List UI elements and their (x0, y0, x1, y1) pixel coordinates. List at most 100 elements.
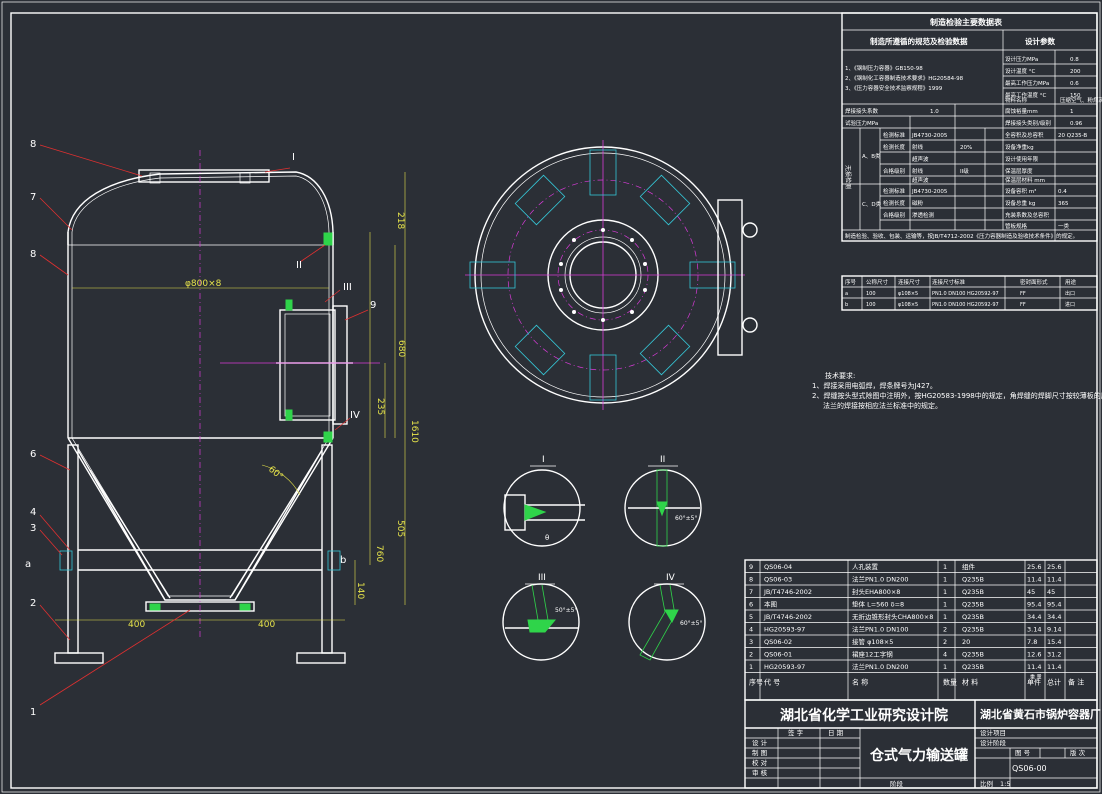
bom-header: 材 料 (962, 678, 978, 687)
bom-cell: 34.4 (1027, 613, 1041, 621)
nozzle-header: 用途 (1065, 278, 1077, 286)
bom-cell: 31.2 (1047, 651, 1061, 659)
bom-cell: 本图 (764, 600, 777, 609)
lbl-check: 校 对 (752, 758, 768, 767)
ndt-cell-q: 管板规格 (1005, 222, 1028, 230)
data-table: 制造检验主要数据表 制造所遵循的规范及检验数据 设计参数 1、《钢制压力容器》G… (841, 12, 1102, 242)
bom-cell: HG20593-97 (764, 663, 805, 671)
ndt-c: C、D类 (862, 200, 882, 208)
ndt-a: A、B类 (862, 152, 881, 160)
bom-cell: Q235B (962, 663, 984, 671)
dim-right-0: 218 (395, 212, 405, 229)
bom-cell: 45 (1047, 588, 1055, 596)
factory-name: 湖北省黄石市锅炉容器厂 (980, 707, 1101, 721)
dim-right-6: 140 (355, 582, 365, 599)
bom-cell: 11.4 (1027, 576, 1041, 584)
nozzle-cell: 100 (866, 302, 876, 308)
nozzle-cell: PN1.0 DN100 HG20592-97 (932, 302, 999, 308)
callout-7: 7 (30, 192, 36, 203)
ndt-cell-p: II级 (960, 167, 969, 175)
bom-cell: 9 (749, 563, 753, 571)
lbl-seg: 设计阶段 (980, 738, 1007, 747)
ndt-cell-m: 检测标准 (883, 187, 906, 195)
bom-cell: 1 (943, 663, 947, 671)
elevation-view: φ800×8 218 680 235 1610 505 760 140 400 … (25, 139, 419, 718)
ndt-cell-q: 保温层厚度 (1005, 167, 1033, 175)
bom-cell: 组件 (962, 562, 976, 571)
drawing-number: QS06-00 (1012, 764, 1047, 773)
nozzle-cell: 100 (866, 291, 876, 297)
ndt-cell-n: 射线 (912, 143, 924, 151)
bom-cell: QS06-02 (764, 638, 792, 646)
bom-cell: 法兰PN1.0 DN200 (852, 662, 908, 671)
bom-cell: 15.4 (1047, 638, 1061, 646)
mid-1-a: 试验压力MPa (845, 119, 878, 127)
ndt-cell-r: 一类 (1058, 222, 1070, 230)
std-1: 2、《钢制化工容器制造技术要求》HG20584-98 (845, 74, 964, 82)
lbl-draw: 制 图 (752, 748, 767, 757)
callout-6: 6 (30, 449, 36, 460)
ndt-cell-q: 保温层材料 mm (1005, 176, 1045, 184)
bom-cell: 11.4 (1027, 663, 1041, 671)
table-title: 制造检验主要数据表 (930, 17, 1003, 27)
ndt-cell-q: 设计使用年限 (1005, 155, 1039, 163)
param-4-value: 压缩空气、粉煤灰 (1060, 96, 1102, 104)
dim-right-3: 1610 (409, 420, 419, 443)
ndt-cell-n: 渗透检测 (912, 211, 935, 219)
weld-I: θ (545, 534, 549, 542)
param-0-value: 0.8 (1070, 57, 1079, 63)
lbl-proj: 设计项目 (980, 728, 1006, 737)
mid-0-d: 1 (1070, 109, 1074, 115)
param-3-label: 最高工作温度 °C (1005, 91, 1046, 99)
nozzle-cell: b (845, 302, 848, 308)
bom-cell: Q235B (962, 601, 984, 609)
lbl-design: 设 计 (752, 738, 768, 747)
drawing-name: 仓式气力输送罐 (869, 747, 968, 764)
nozzle-header: 公称尺寸 (866, 278, 889, 286)
bom-cell: QS06-04 (764, 563, 792, 571)
param-2-label: 最高工作压力MPa (1005, 79, 1049, 87)
ndt-cell-m: 合格级别 (883, 211, 905, 219)
roman-II: II (296, 260, 302, 271)
dim-right-1: 680 (396, 340, 406, 357)
bom-header: 备 注 (1068, 678, 1084, 687)
tech-line-2: 法兰的焊接按相应法兰标准中的规定。 (823, 401, 942, 410)
lbl-approve: 审 核 (752, 768, 768, 777)
lbl-scale: 比例 (980, 779, 993, 788)
bom-cell: 95.4 (1047, 601, 1061, 609)
ndt-cell-n: JB4730-2005 (911, 189, 948, 195)
bom-header: 序号 (749, 678, 763, 687)
std-2: 3、《压力容器安全技术监察规程》1999 (845, 84, 943, 92)
detail-views: I θ II 60°±5° III 50°±5° IV 60°±5° (502, 455, 706, 661)
lbl-sign: 签 字 (788, 728, 804, 737)
bom-cell: Q235B (962, 626, 984, 634)
param-4-label: 物料名称 (1005, 96, 1028, 104)
bom-cell: QS06-01 (764, 651, 792, 659)
std-0: 1、《钢制压力容器》GB150-98 (845, 64, 923, 72)
bom-header-sub: 重 量 (1030, 674, 1042, 681)
ndt-cell-q: 设备容积 m³ (1005, 187, 1036, 195)
bom-cell: 34.4 (1047, 613, 1061, 621)
ndt-cell-n: JB4730-2005 (911, 133, 948, 139)
mid-1-c: 焊接接头类别/级别 (1005, 119, 1051, 127)
ndt-cell-r: 0.4 (1058, 189, 1067, 195)
nozzle-header: 序号 (845, 278, 857, 286)
nozzle-cell: a (845, 291, 848, 297)
param-0-label: 设计压力MPa (1005, 55, 1038, 63)
nozzle-cell: 出口 (1065, 290, 1075, 297)
bom-cell: 1 (749, 663, 753, 671)
weld-IV: 60°±5° (680, 620, 702, 627)
roman-I: I (292, 152, 295, 163)
nozzle-cell: FF (1020, 302, 1026, 308)
bom-cell: QS06-03 (764, 576, 792, 584)
callout-3: 3 (30, 523, 36, 534)
bom-cell: 11.4 (1047, 663, 1061, 671)
bom-cell: 2 (749, 651, 753, 659)
ndt-cell-n: 射线 (912, 167, 924, 175)
